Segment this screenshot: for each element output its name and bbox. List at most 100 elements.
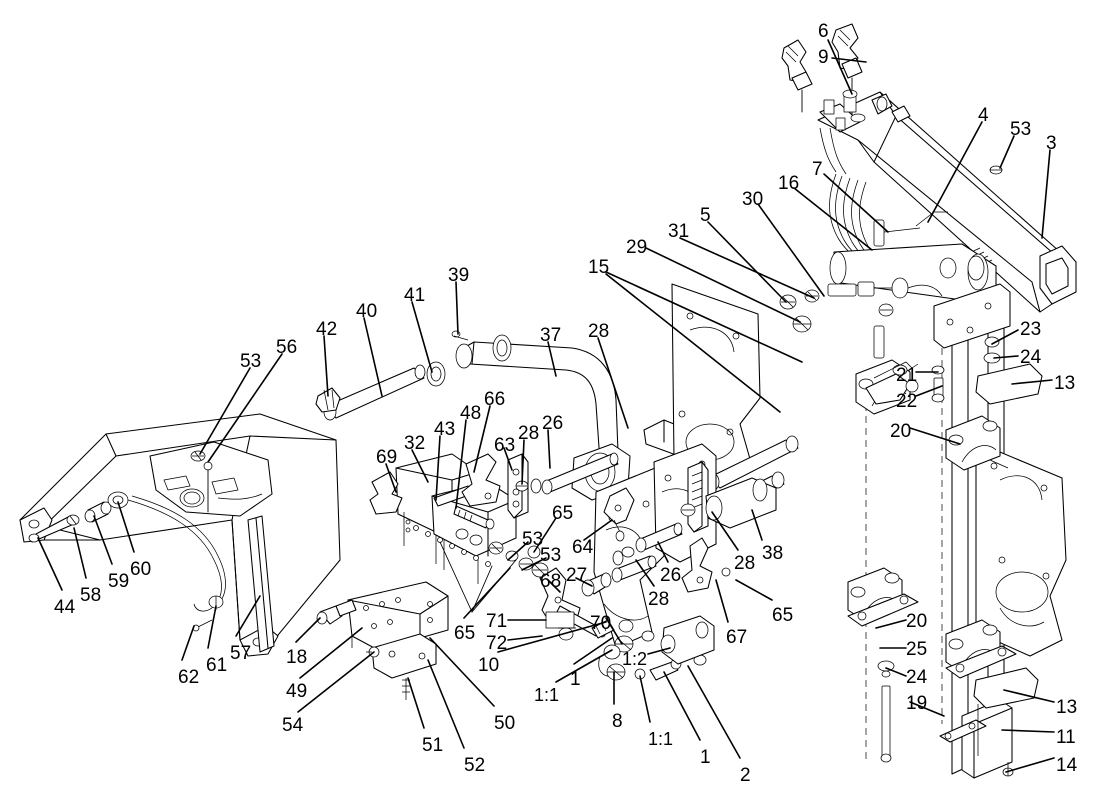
leader-line-53 [521,557,547,571]
callout-53[interactable]: 53 [522,529,544,550]
callout-15[interactable]: 15 [588,257,610,278]
callout-9[interactable]: 9 [818,47,829,68]
callout-11[interactable]: 11 [1056,727,1076,748]
callout-65[interactable]: 65 [552,503,574,524]
callout-18[interactable]: 18 [286,647,308,668]
callout-30[interactable]: 30 [742,189,764,210]
leader-line-62 [181,625,195,661]
leader-line-58 [73,527,87,579]
callout-7[interactable]: 7 [812,159,823,180]
callout-41[interactable]: 41 [404,285,426,306]
callout-53[interactable]: 53 [1010,119,1032,140]
callout-10[interactable]: 10 [478,655,500,676]
leader-line-14 [1005,757,1055,773]
callout-53[interactable]: 53 [240,351,262,372]
leader-line-6 [827,39,853,95]
callout-24[interactable]: 24 [1020,347,1042,368]
leader-line-10 [497,621,607,653]
callout-28[interactable]: 28 [648,589,670,610]
callout-69[interactable]: 69 [376,447,398,468]
callout-32[interactable]: 32 [404,433,426,454]
callout-8[interactable]: 8 [612,711,623,732]
callout-26[interactable]: 26 [660,565,682,586]
hose-fitting-cluster-bottom [591,615,715,681]
callout-27[interactable]: 27 [566,565,588,586]
callout-61[interactable]: 61 [206,655,228,676]
callout-31[interactable]: 31 [668,221,690,242]
callout-13[interactable]: 13 [1056,697,1078,718]
callout-42[interactable]: 42 [316,319,338,340]
leader-line-44 [37,537,63,591]
callout-1[interactable]: 1 [700,747,711,768]
callout-2[interactable]: 2 [740,765,751,786]
leader-line-66 [473,405,491,473]
callout-54[interactable]: 54 [282,715,304,736]
leader-line-28 [521,439,525,485]
callout-50[interactable]: 50 [494,713,516,734]
leader-line-41 [411,301,433,373]
callout-70[interactable]: 70 [590,613,612,634]
leader-line-7 [823,173,889,233]
callout-1-2[interactable]: 1:2 [622,649,648,669]
callout-62[interactable]: 62 [178,667,200,688]
callout-38[interactable]: 38 [762,543,784,564]
callout-1-1[interactable]: 1:1 [534,685,560,705]
callout-52[interactable]: 52 [464,755,486,776]
callout-44[interactable]: 44 [54,597,76,618]
callout-22[interactable]: 22 [896,391,918,412]
leader-line-24 [993,355,1019,359]
callout-40[interactable]: 40 [356,301,378,322]
callout-37[interactable]: 37 [540,325,562,346]
callout-21[interactable]: 21 [896,365,918,386]
callout-67[interactable]: 67 [726,627,748,648]
callout-71[interactable]: 71 [486,611,508,632]
callout-3[interactable]: 3 [1046,133,1057,154]
callout-58[interactable]: 58 [80,585,102,606]
callout-39[interactable]: 39 [448,265,470,286]
callout-51[interactable]: 51 [422,735,444,756]
callout-28[interactable]: 28 [518,423,540,444]
callout-49[interactable]: 49 [286,681,308,702]
callout-1[interactable]: 1 [570,669,581,690]
fastener-cluster-center [413,525,549,613]
callout-5[interactable]: 5 [700,205,711,226]
callout-19[interactable]: 19 [906,693,928,714]
callout-16[interactable]: 16 [778,173,800,194]
callout-57[interactable]: 57 [230,643,252,664]
callout-56[interactable]: 56 [276,337,298,358]
callout-66[interactable]: 66 [484,389,506,410]
bracket-67 [681,537,731,593]
callout-23[interactable]: 23 [1020,319,1042,340]
callout-20[interactable]: 20 [906,611,928,632]
callout-65[interactable]: 65 [454,623,476,644]
callout-6[interactable]: 6 [818,21,829,42]
leader-line-39 [455,281,459,335]
clamp-block-left-lower [847,567,919,627]
callout-43[interactable]: 43 [434,419,456,440]
callout-65[interactable]: 65 [772,605,794,626]
callout-13[interactable]: 13 [1054,373,1076,394]
leader-line-43 [435,435,441,501]
callout-64[interactable]: 64 [572,537,594,558]
callout-14[interactable]: 14 [1056,755,1078,776]
callout-60[interactable]: 60 [130,559,152,580]
right-side-plate [975,441,1067,657]
callout-29[interactable]: 29 [626,237,648,258]
callout-25[interactable]: 25 [906,639,928,660]
callout-1-1[interactable]: 1:1 [648,729,674,749]
callout-59[interactable]: 59 [108,571,130,592]
callout-72[interactable]: 72 [486,633,508,654]
callout-68[interactable]: 68 [540,571,562,592]
callout-24[interactable]: 24 [906,667,928,688]
callout-53[interactable]: 53 [540,545,562,566]
callout-63[interactable]: 63 [494,435,516,456]
callout-28[interactable]: 28 [588,321,610,342]
callout-28[interactable]: 28 [734,553,756,574]
callout-26[interactable]: 26 [542,413,564,434]
rod-7 [865,325,919,405]
callout-48[interactable]: 48 [460,403,482,424]
leader-line-4 [927,121,983,223]
callout-20[interactable]: 20 [890,421,912,442]
callout-4[interactable]: 4 [978,105,989,126]
leader-line-65 [735,579,773,601]
